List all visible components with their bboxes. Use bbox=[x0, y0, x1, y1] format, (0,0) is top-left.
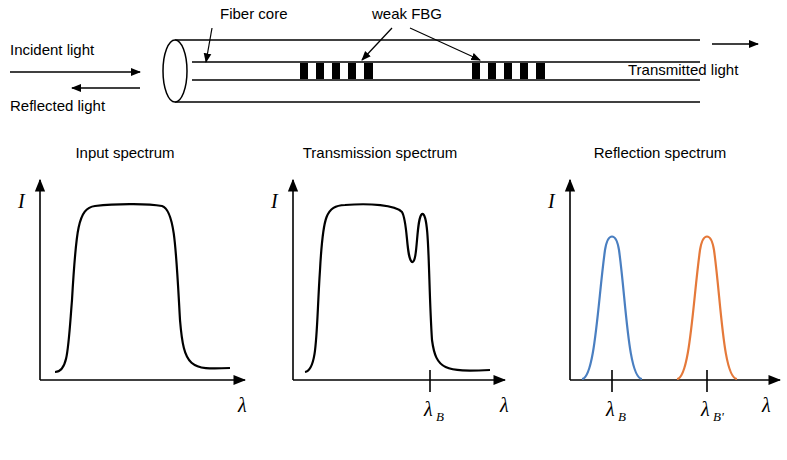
wavelength-subscript: B bbox=[618, 410, 626, 424]
axis-label: I bbox=[18, 190, 25, 212]
light-label: Transmitted light bbox=[628, 62, 738, 79]
fbg-grating bbox=[300, 63, 545, 79]
axis-label: λ bbox=[762, 394, 771, 416]
spectrum-curves bbox=[55, 204, 737, 379]
light-arrows bbox=[10, 44, 758, 88]
plot-title: Transmission spectrum bbox=[303, 145, 457, 162]
axis-label: λ bbox=[500, 394, 509, 416]
plot-title: Reflection spectrum bbox=[594, 145, 727, 162]
part-label: weak FBG bbox=[372, 6, 442, 23]
axis-label: λ bbox=[238, 394, 247, 416]
axis-label: I bbox=[271, 190, 278, 212]
leader-lines bbox=[206, 28, 480, 62]
axis-label: I bbox=[548, 190, 555, 212]
light-label: Reflected light bbox=[10, 98, 105, 115]
plot-axes bbox=[40, 180, 780, 392]
wavelength-label: λ bbox=[606, 398, 615, 420]
wavelength-label: λ bbox=[424, 398, 433, 420]
wavelength-subscript: B' bbox=[713, 410, 724, 424]
part-label: Fiber core bbox=[220, 6, 288, 23]
plot-title: Input spectrum bbox=[75, 145, 174, 162]
wavelength-subscript: B bbox=[436, 410, 444, 424]
light-label: Incident light bbox=[10, 42, 94, 59]
optical-fiber bbox=[163, 40, 700, 102]
wavelength-label: λ bbox=[701, 398, 710, 420]
